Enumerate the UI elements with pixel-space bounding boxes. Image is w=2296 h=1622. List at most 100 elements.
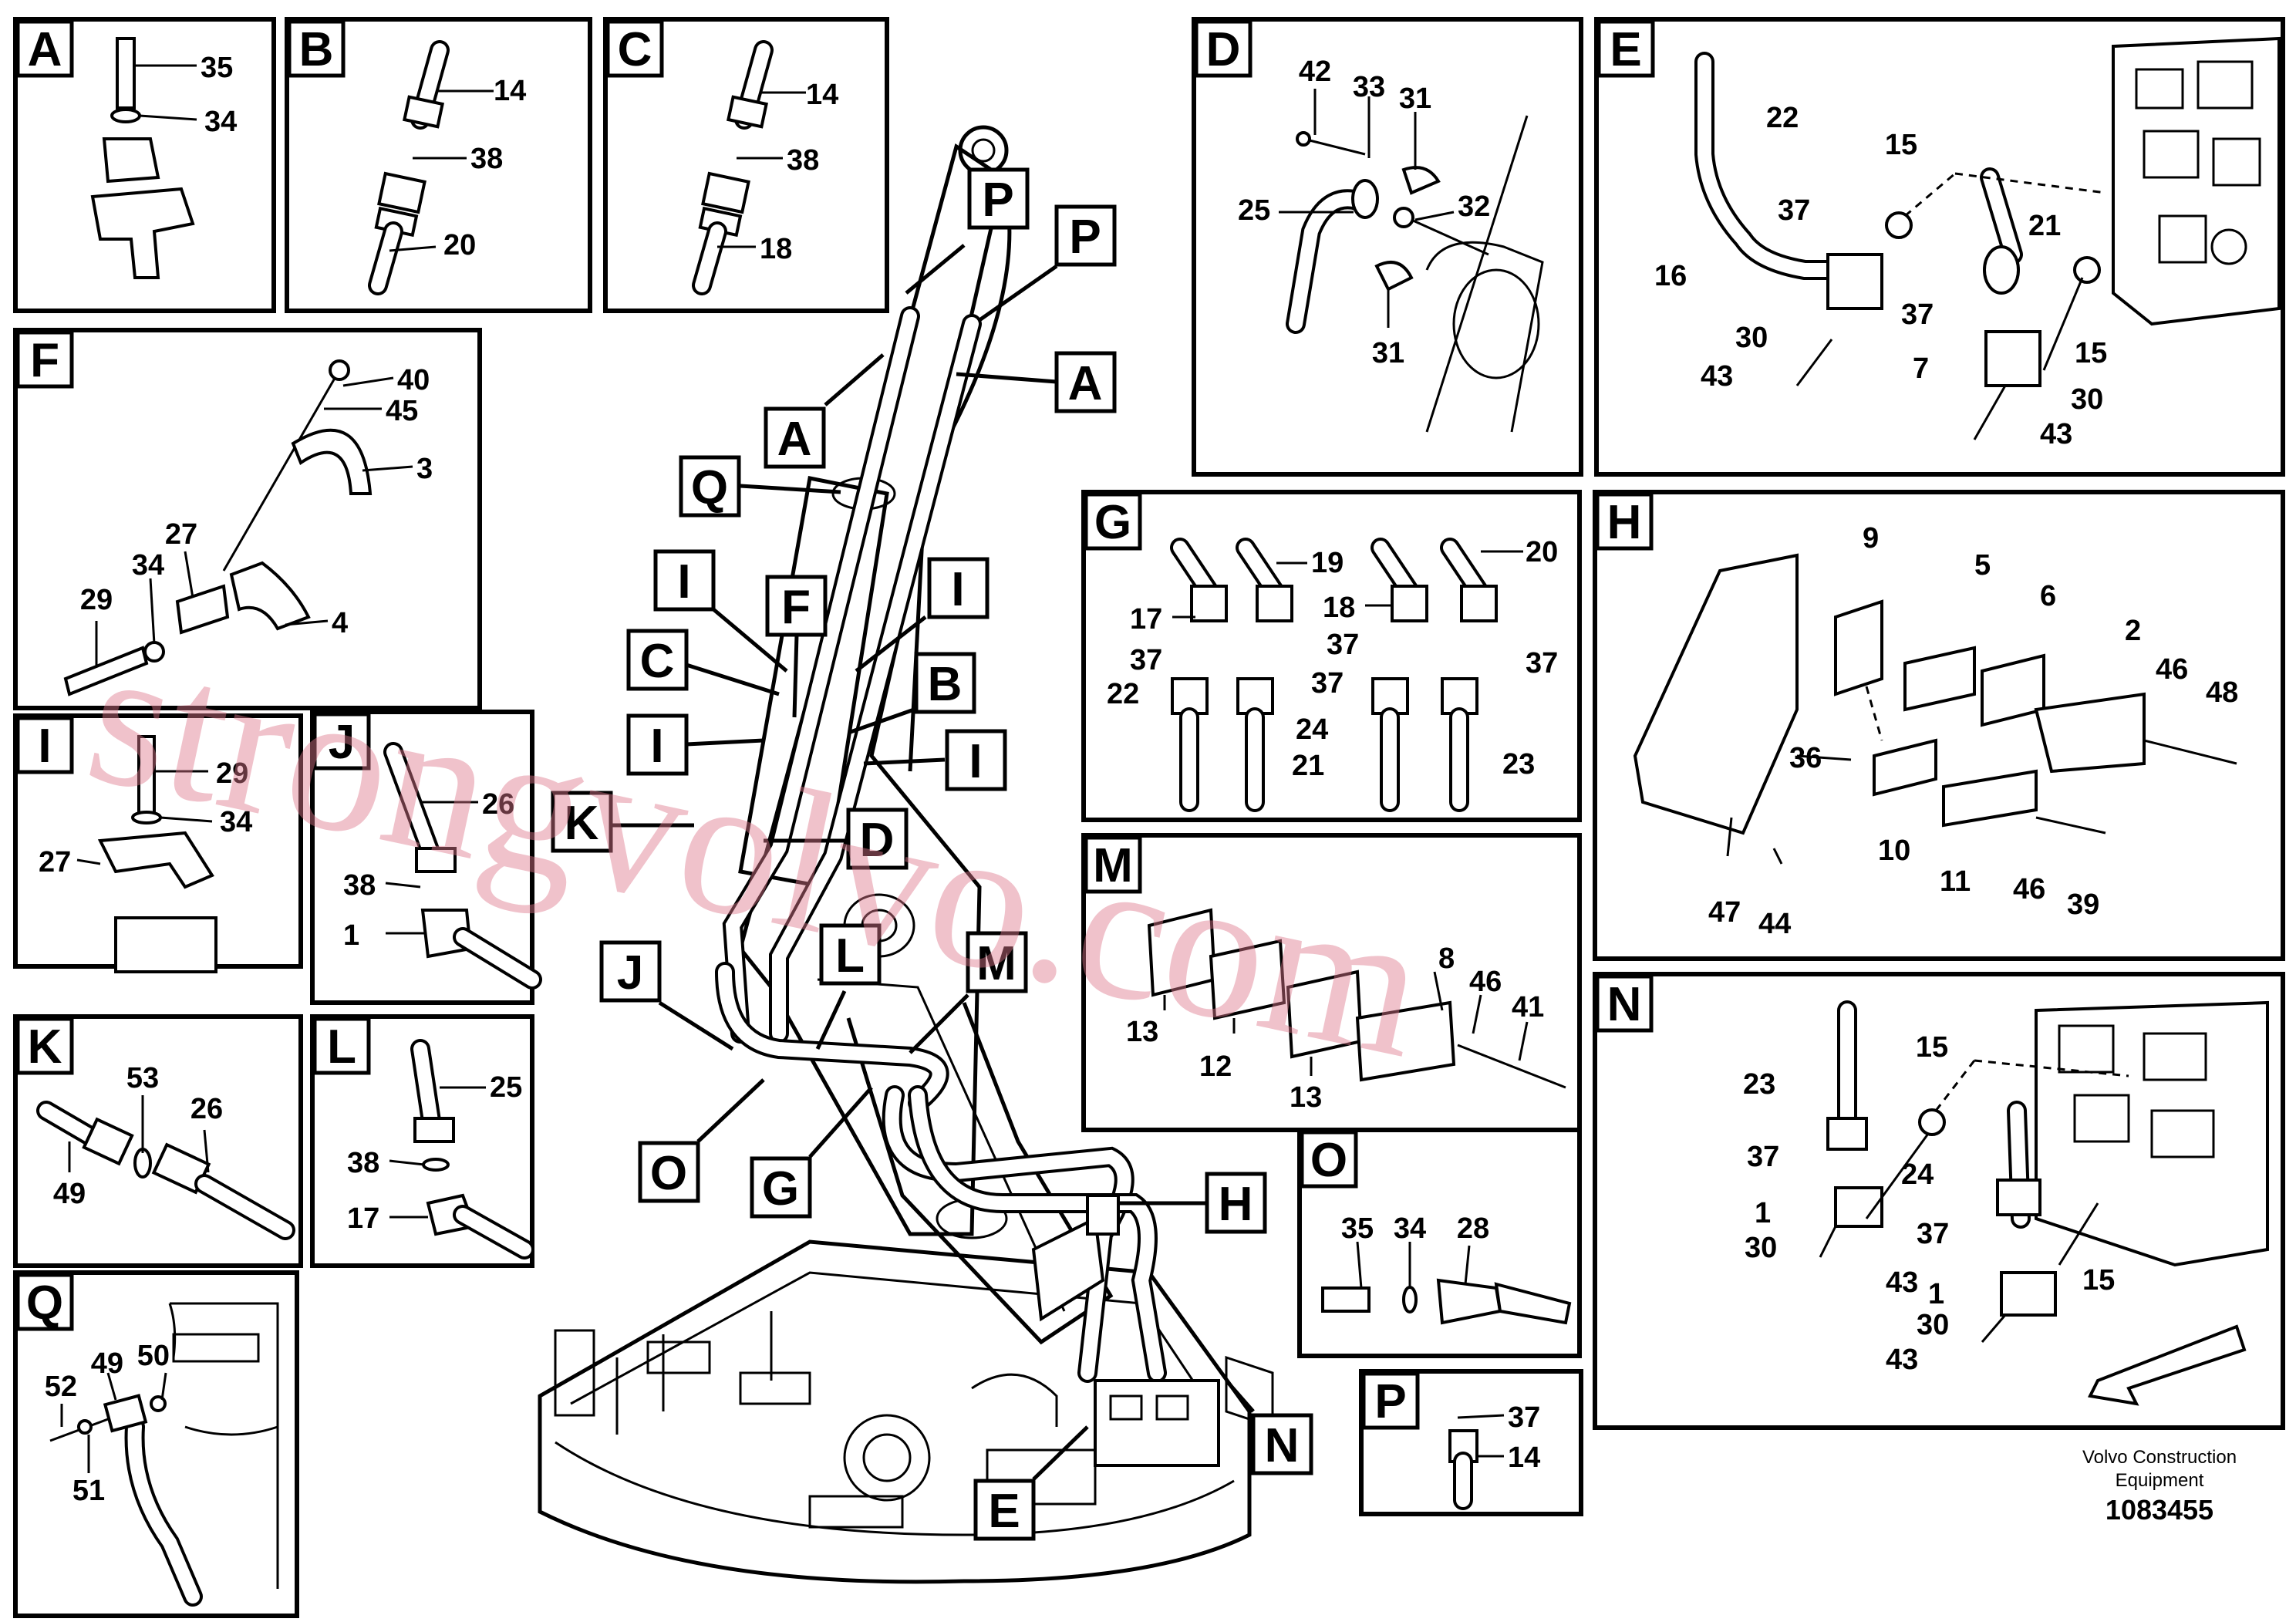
part-number: 45	[386, 395, 418, 427]
panel-O: O 35 34 28	[1297, 1128, 1582, 1358]
part-number: 49	[91, 1347, 123, 1380]
part-number: 24	[1296, 713, 1328, 746]
footer-block: Volvo Construction Equipment 1083455	[2082, 1447, 2237, 1526]
panel-F: F 40 45 3 27 29 34 4	[13, 328, 482, 710]
callout-labels: P P A A Q I F	[551, 167, 1313, 1541]
panel-B: B 14 38 20	[285, 17, 592, 313]
panel-N: N 15 23 37 24 1 37 30 15 43 1 30 43	[1593, 972, 2285, 1430]
part-number: 15	[1885, 129, 1917, 161]
part-number: 9	[1863, 522, 1879, 555]
part-number: 14	[1508, 1442, 1540, 1474]
callout-K: K	[551, 791, 694, 853]
part-number: 38	[787, 144, 819, 177]
panel-letter: Q	[26, 1276, 63, 1330]
part-number: 3	[416, 453, 433, 485]
part-number: 20	[1526, 536, 1558, 568]
svg-text:I: I	[650, 720, 663, 773]
panel-letter: I	[38, 720, 51, 773]
part-number: 18	[1323, 592, 1355, 624]
part-number: 27	[165, 518, 197, 551]
callout-A: A	[764, 353, 885, 469]
company-name-line2: Equipment	[2116, 1470, 2204, 1491]
part-number: 47	[1708, 896, 1741, 929]
panel-I: I 29 34 27	[13, 713, 303, 973]
svg-text:I: I	[951, 563, 964, 616]
part-number: 37	[1778, 194, 1810, 227]
callout-E: E	[973, 1425, 1089, 1541]
part-number: 20	[443, 229, 476, 261]
svg-text:A: A	[777, 413, 812, 466]
part-number: 37	[1917, 1218, 1949, 1250]
panel-letter: B	[299, 23, 334, 76]
svg-text:I: I	[969, 735, 982, 788]
part-number: 17	[1130, 603, 1162, 636]
part-number: 29	[80, 584, 113, 616]
part-number: 51	[72, 1475, 105, 1507]
callout-I: I	[855, 557, 990, 673]
part-number: 28	[1457, 1212, 1489, 1245]
callout-J: J	[599, 940, 734, 1051]
part-number: 38	[470, 143, 503, 175]
panel-H: H 9 5 6 2 46 48 36 10 11 46 39 47 44	[1593, 490, 2285, 961]
document-number: 1083455	[2106, 1494, 2213, 1526]
panel-K: K 53 26 49	[13, 1014, 303, 1268]
panel-P: P 37 14	[1359, 1369, 1583, 1516]
callout-B: B	[848, 652, 976, 735]
panel-Q: Q 50 49 52 51	[13, 1270, 299, 1618]
part-number: 17	[347, 1202, 379, 1235]
part-number: 6	[2040, 580, 2056, 612]
svg-text:K: K	[565, 797, 599, 850]
panel-letter: K	[28, 1020, 62, 1074]
svg-text:P: P	[982, 174, 1013, 227]
part-number: 26	[190, 1093, 223, 1125]
part-number: 42	[1299, 56, 1331, 88]
callout-A: A	[956, 351, 1117, 413]
panel-letter: M	[1093, 839, 1133, 892]
part-number: 34	[220, 806, 252, 838]
part-number: 23	[1502, 748, 1535, 781]
callout-C: C	[626, 629, 780, 696]
svg-text:P: P	[1069, 211, 1101, 264]
part-number: 50	[137, 1340, 170, 1372]
part-number: 34	[204, 106, 237, 138]
panel-J: J 26 38 1	[310, 710, 542, 1005]
part-number: 31	[1399, 83, 1431, 115]
svg-text:Q: Q	[691, 461, 728, 514]
part-number: 37	[1311, 667, 1344, 700]
part-number: 22	[1107, 678, 1139, 710]
panel-letter: C	[618, 23, 652, 76]
callout-P: P	[905, 167, 1030, 295]
part-number: 33	[1353, 71, 1385, 103]
part-number: 18	[760, 233, 792, 265]
part-number: 37	[1130, 644, 1162, 676]
panel-letter: F	[30, 334, 59, 387]
callout-F: F	[765, 575, 828, 718]
part-number: 46	[2013, 873, 2045, 905]
part-number: 38	[347, 1147, 379, 1179]
svg-text:B: B	[928, 658, 963, 711]
part-number: 1	[1755, 1197, 1771, 1229]
callout-D: D	[764, 808, 909, 870]
callout-N: N	[1225, 1379, 1313, 1475]
part-number: 37	[1526, 647, 1558, 679]
part-number: 52	[45, 1371, 77, 1403]
panel-letter: P	[1374, 1375, 1406, 1428]
panel-M: M 8 46 41 13 12 13	[1081, 833, 1582, 1132]
part-number: 34	[1394, 1212, 1426, 1245]
part-number: 39	[2067, 889, 2099, 921]
part-number: 37	[1901, 298, 1934, 331]
svg-text:O: O	[650, 1147, 687, 1200]
svg-text:M: M	[976, 937, 1017, 990]
part-number: 22	[1766, 102, 1799, 134]
part-number: 37	[1327, 629, 1359, 661]
callout-M: M	[909, 931, 1028, 1054]
panel-G: G 19 20 17 18 37 37 37 37 22 24 21 23	[1081, 490, 1582, 822]
part-number: 25	[1238, 194, 1270, 227]
panel-C: C 14 38 18	[603, 17, 889, 313]
svg-text:L: L	[835, 929, 865, 983]
part-number: 1	[343, 919, 359, 952]
part-number: 5	[1974, 549, 1991, 582]
part-number: 23	[1743, 1068, 1775, 1101]
